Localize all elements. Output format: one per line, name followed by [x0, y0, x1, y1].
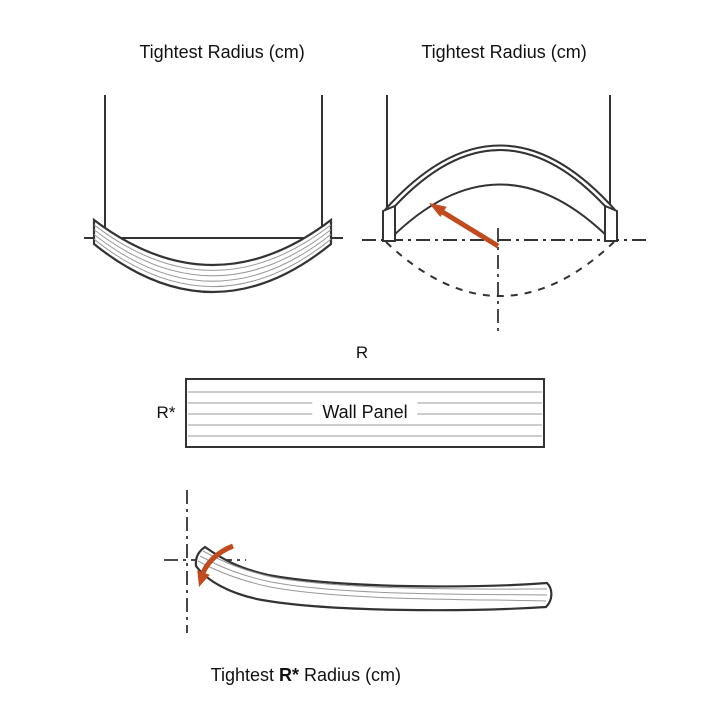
top-right-title: Tightest Radius (cm)	[421, 42, 587, 62]
lamination-line	[93, 229, 332, 277]
panel-inner-face	[388, 149, 612, 242]
radius-arrow-head-icon	[197, 570, 210, 587]
panel-left-end	[382, 204, 396, 242]
lamination-line	[199, 555, 548, 596]
wall-panel-label: Wall Panel	[312, 401, 418, 424]
lamination-line	[93, 238, 332, 287]
radius-arrow-head-icon	[429, 203, 447, 217]
top-left-title: Tightest Radius (cm)	[139, 42, 305, 62]
bent-panel	[194, 545, 553, 612]
arch-panel-diagram	[362, 95, 646, 333]
sag-curve-diagram	[84, 95, 343, 293]
lamination-line	[93, 224, 332, 271]
bottom-caption-suffix: Radius (cm)	[299, 665, 402, 685]
bent-panel-diagram	[164, 490, 553, 633]
bottom-caption-prefix: Tightest	[210, 665, 280, 685]
radius-r-star-label: R*	[156, 403, 176, 422]
bottom-caption-bold: R*	[279, 665, 300, 685]
curved-panel-section	[92, 217, 333, 293]
plan-ellipse-dashed	[385, 241, 615, 297]
lamination-line	[197, 560, 547, 602]
lamination-line	[93, 234, 332, 282]
bottom-caption: Tightest R* Radius (cm)	[191, 644, 401, 707]
lamination-line	[202, 550, 548, 590]
radius-arrow	[439, 208, 500, 249]
radius-r-label: R	[355, 343, 369, 362]
panel-right-end	[604, 204, 618, 242]
